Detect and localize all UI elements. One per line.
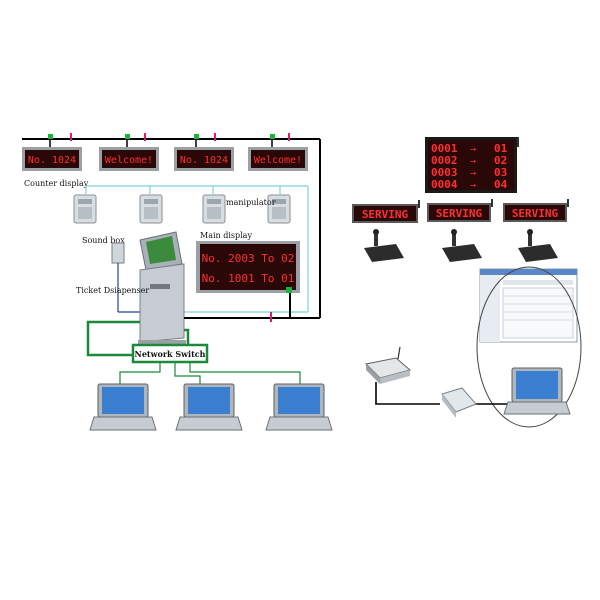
laptop-wiring [119, 362, 301, 384]
network-switch-label: Network Switch [135, 349, 206, 359]
software-window [479, 268, 578, 343]
queue-rows: 0001 → 01 0002 → 02 0003 → 03 0004 → 04 [431, 142, 508, 191]
queue-row-target: 04 [494, 178, 508, 191]
cyan-wiring [85, 185, 309, 313]
laptop-1 [89, 383, 157, 431]
counter-display-2-text: Welcome! [105, 155, 153, 166]
laptop-3 [265, 383, 333, 431]
counter-display-1-text: No. 1024 [28, 155, 76, 166]
counter-display-3-text: No. 1024 [180, 155, 228, 166]
queue-row-target: 03 [494, 166, 507, 179]
caller-keypad-1 [364, 229, 404, 262]
caller-keypad-2 [442, 229, 482, 262]
manipulator-1 [73, 194, 97, 224]
laptop-2 [175, 383, 243, 431]
caller-keypad-3 [518, 229, 558, 262]
main-display-line-1: No. 2003 To 02 [202, 252, 295, 265]
counter-display-1: No. 1024 [22, 147, 82, 171]
right-wiring [375, 382, 512, 405]
manipulator-3 [202, 194, 226, 224]
network-wiring [86, 320, 190, 357]
queue-row-number: 0004 [431, 178, 458, 191]
ticket-dispenser-kiosk [138, 231, 186, 346]
sound-box [111, 242, 140, 313]
queue-row-arrow: → [470, 168, 476, 179]
sound-box-label: Sound box [82, 236, 125, 245]
serving-display-2: SERVING [427, 199, 493, 222]
main-display-label: Main display [200, 231, 252, 240]
counter-display-label: Counter display [24, 179, 89, 188]
serving-display-1-text: SERVING [362, 208, 409, 221]
ticket-printer [441, 387, 477, 418]
queue-row-arrow: → [470, 144, 476, 155]
queue-row-number: 0003 [431, 166, 458, 179]
serving-display-3-text: SERVING [512, 207, 559, 220]
queue-row-target: 02 [494, 154, 507, 167]
queue-row-target: 01 [494, 142, 508, 155]
counter-display-3: No. 1024 [174, 147, 234, 171]
display-cable [184, 293, 320, 322]
serving-display-3: SERVING [503, 199, 569, 222]
queue-row-number: 0002 [431, 154, 458, 167]
manipulator-label: manipulator [226, 198, 276, 207]
main-display-line-2: No. 1001 To 01 [202, 272, 295, 285]
counter-display-2: Welcome! [99, 147, 159, 171]
queue-board: 0001 → 01 0002 → 02 0003 → 03 0004 → 04 [425, 137, 519, 193]
counter-display-4-text: Welcome! [254, 155, 302, 166]
ticket-dispenser-label: Ticket Dsiapenser [76, 286, 149, 295]
highlight-ellipse [476, 266, 582, 428]
manipulator-4 [267, 194, 291, 224]
network-switch: Network Switch [131, 343, 209, 364]
serving-display-2-text: SERVING [436, 207, 483, 220]
queue-row-arrow: → [470, 180, 476, 191]
manipulator-2 [139, 194, 163, 224]
queue-row-number: 0001 [431, 142, 458, 155]
main-display: No. 2003 To 02 No. 1001 To 01 [196, 241, 300, 293]
counter-display-4: Welcome! [248, 147, 308, 171]
top-bus-line [22, 133, 321, 318]
serving-display-1: SERVING [352, 200, 420, 223]
router [364, 346, 412, 384]
laptop-4 [503, 367, 571, 415]
queue-row-arrow: → [470, 156, 476, 167]
